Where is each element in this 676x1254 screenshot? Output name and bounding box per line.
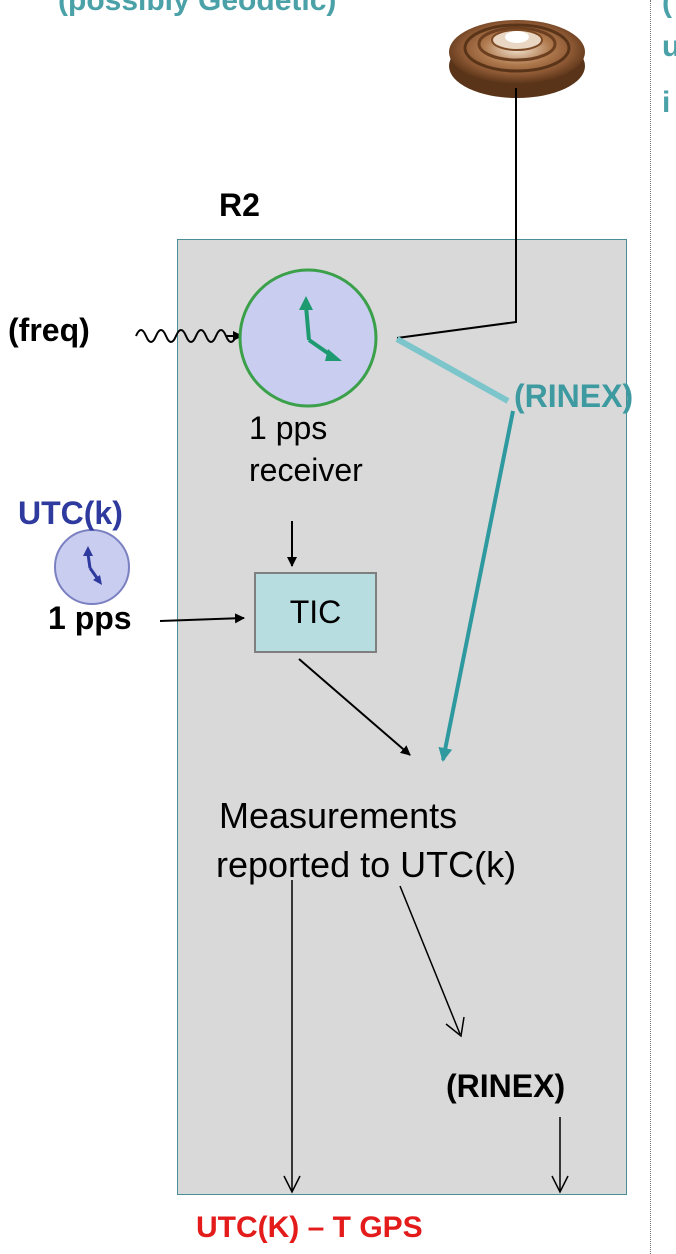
measurements-line1: Measurements: [219, 795, 458, 836]
page-divider: [650, 0, 651, 1254]
receiver-box: [177, 239, 627, 1195]
freq-label: (freq): [8, 312, 90, 348]
pps-receiver-label-line2: receiver: [249, 452, 363, 488]
rinex-output-label: (RINEX): [446, 1068, 566, 1104]
right-fragment-1: (: [662, 0, 672, 19]
rinex-link-line: [395, 336, 510, 404]
receiver-clock-icon: [238, 268, 378, 408]
measurements-line2: reported to UTC(k): [216, 844, 517, 885]
utc-k-label: UTC(k): [18, 495, 123, 531]
rinex-to-measurements-arrow: [438, 410, 515, 762]
partial-heading: (possibly Geodetic): [58, 0, 337, 17]
pps-receiver-label-line1: 1 pps: [249, 410, 328, 446]
tic-box: TIC: [254, 572, 377, 653]
antenna-cable: [396, 88, 517, 339]
right-fragment-2: u: [662, 30, 676, 63]
utc-clock-icon: [54, 529, 130, 605]
gnss-antenna-icon: [449, 20, 585, 98]
rinex-link-label: (RINEX): [514, 378, 634, 414]
right-fragment-3: i: [662, 86, 671, 119]
freq-wave: [135, 329, 237, 343]
tic-label: TIC: [289, 594, 342, 630]
receiver-label: R2: [219, 187, 260, 223]
measurements-to-rinex-arrow: [399, 885, 461, 1035]
utc-minus-gps-label: UTC(K) – T GPS: [196, 1211, 423, 1244]
tic-to-measurements-arrow: [298, 658, 411, 756]
pps-to-tic-arrow: [159, 613, 245, 624]
pps-label: 1 pps: [48, 600, 132, 636]
